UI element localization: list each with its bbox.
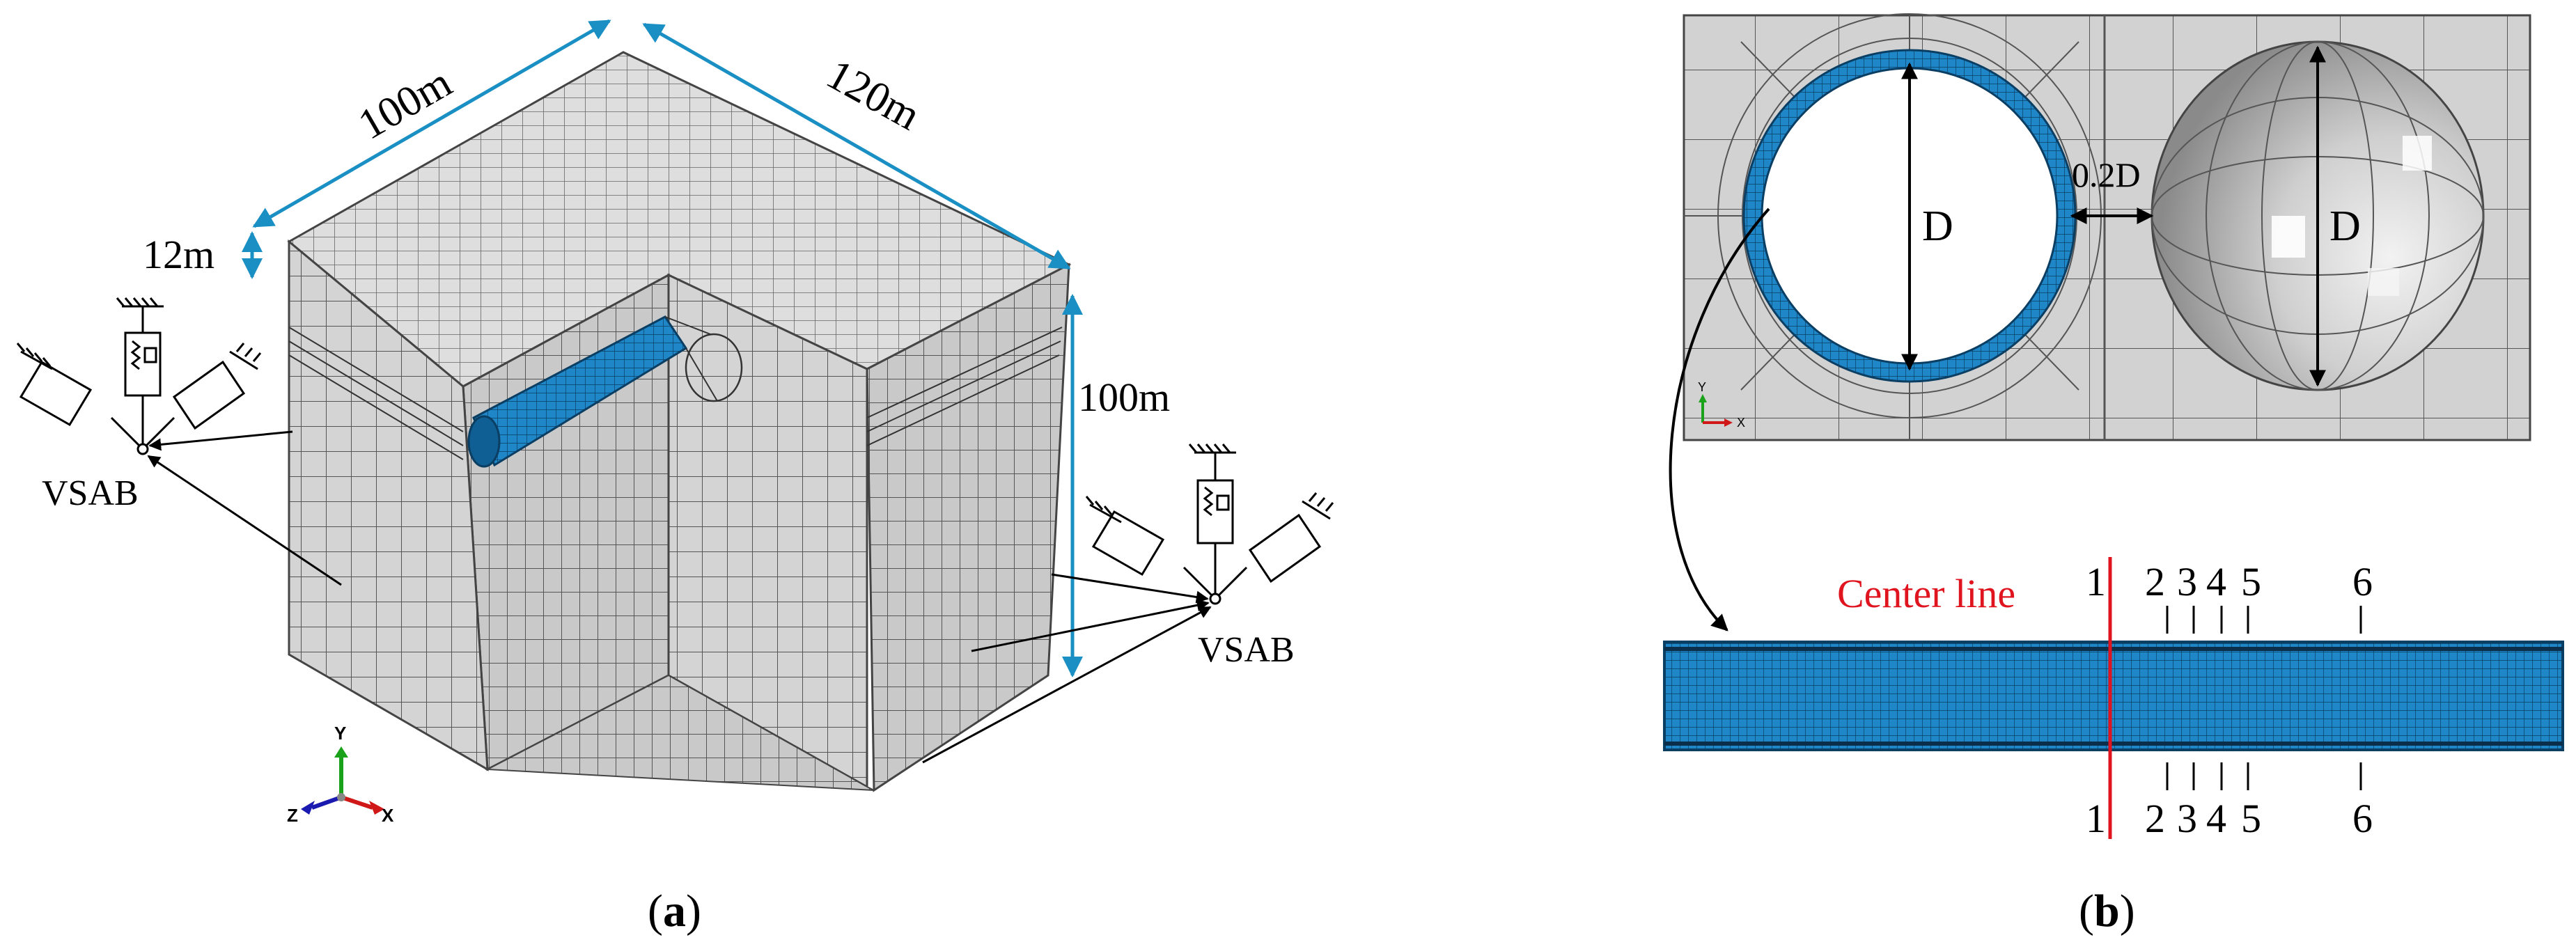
section-bottom-2: 2: [2145, 796, 2165, 841]
vsab-right-label: VSAB: [1198, 630, 1295, 670]
diameter-label-left: D: [1922, 203, 1953, 250]
dim-label-100m-top: 100m: [351, 58, 460, 149]
axis-label-x-a: X: [382, 805, 394, 826]
refined-mesh-band: [288, 327, 1063, 460]
section-top-6: 6: [2352, 559, 2373, 604]
panel-a-label: (a): [648, 886, 701, 936]
axis-label-z-a: Z: [287, 805, 298, 826]
tunnel-tube: [467, 315, 743, 468]
dim-label-12m: 12m: [143, 232, 214, 277]
section-bottom-3: 3: [2177, 796, 2197, 841]
vsab-right-arrows: [922, 573, 1212, 764]
dim-arrow-120m: [642, 22, 1071, 270]
vsab-left-label: VSAB: [42, 473, 139, 513]
callout-arrow: [1669, 207, 1770, 632]
panel-a: 100m 120m 12m 100m VSAB: [16, 19, 1334, 936]
dim-label-120m: 120m: [819, 50, 928, 139]
section-top-4: 4: [2206, 559, 2226, 604]
section-bottom-1: 1: [2086, 796, 2106, 841]
vsab-left: [16, 297, 262, 455]
section-bottom-6: 6: [2352, 796, 2373, 841]
right-face: [866, 262, 1070, 792]
section-top-2: 2: [2145, 559, 2165, 604]
axis-triad-a: [301, 746, 384, 815]
dim-label-100m-height: 100m: [1078, 375, 1170, 420]
panel-b: D D 0.2D Y X Center line: [1663, 13, 2564, 936]
vsab-right: [1085, 444, 1334, 605]
tunnel-lining-ring: [1744, 50, 2075, 382]
section-top-5: 5: [2241, 559, 2261, 604]
center-line-label: Center line: [1837, 571, 2015, 616]
vsab-left-arrows: [147, 430, 342, 586]
section-top-3: 3: [2177, 559, 2197, 604]
panel-b-label: (b): [2079, 886, 2135, 936]
front-face-left: [485, 674, 875, 791]
diameter-label-right: D: [2329, 203, 2361, 250]
cross-section-view: D D 0.2D Y X: [1683, 13, 2531, 441]
longitudinal-view: Center line 1 2 3 4 5 6 1 2: [1663, 557, 2564, 841]
axis-label-x-b: X: [1737, 416, 1745, 430]
spacing-label: 0.2D: [2072, 155, 2141, 194]
axis-triad-b: [1699, 394, 1733, 427]
dim-arrow-100m-top: [252, 19, 611, 228]
axis-label-y-b: Y: [1698, 380, 1706, 394]
soil-mesh-block: [287, 51, 1072, 792]
section-bottom-5: 5: [2241, 796, 2261, 841]
tunnel-outline: [685, 333, 743, 402]
section-top-1: 1: [2086, 559, 2106, 604]
section-bottom-4: 4: [2206, 796, 2226, 841]
axis-label-y-a: Y: [334, 723, 346, 744]
dimension-arrows: [242, 19, 1083, 677]
